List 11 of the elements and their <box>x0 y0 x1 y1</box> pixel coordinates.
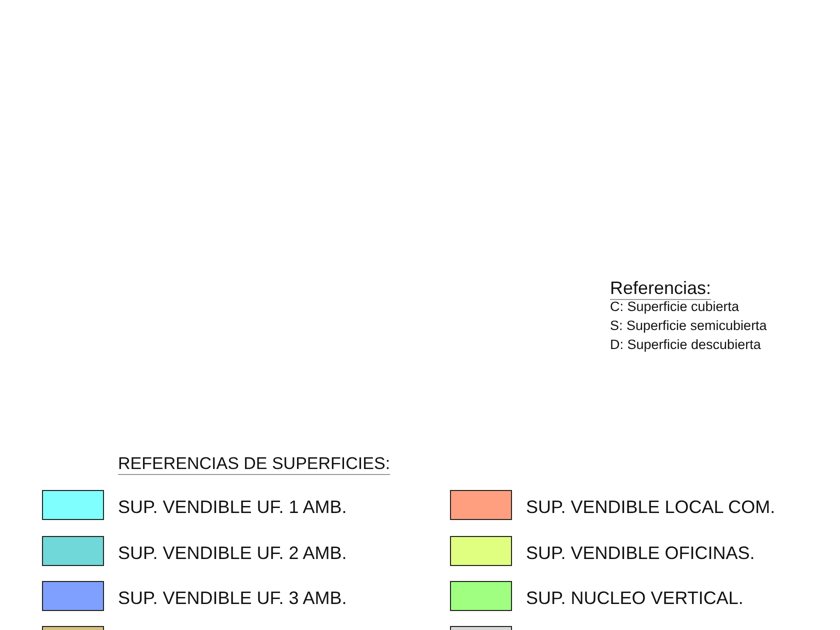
legend-text: SUP. VENDIBLE UF. 3 AMB. <box>118 589 347 607</box>
note-text: D: Superficie descubierta <box>610 338 761 352</box>
heading: Referencias: <box>610 279 712 300</box>
note-text: S: Superficie semicubierta <box>610 319 767 332</box>
legend-text: SUP. VENDIBLE OFICINAS. <box>526 544 755 562</box>
legend-text: SUP. VENDIBLE UF. 2 AMB. <box>118 544 347 562</box>
heading: REFERENCIAS DE SUPERFICIES: <box>118 455 390 475</box>
legend-text: SUP. VENDIBLE LOCAL COM. <box>526 498 776 516</box>
legend-text: SUP. NUCLEO VERTICAL. <box>526 589 744 607</box>
legend-text: SUP. VENDIBLE UF. 1 AMB. <box>118 498 347 516</box>
note-text: C: Superficie cubierta <box>610 300 740 314</box>
